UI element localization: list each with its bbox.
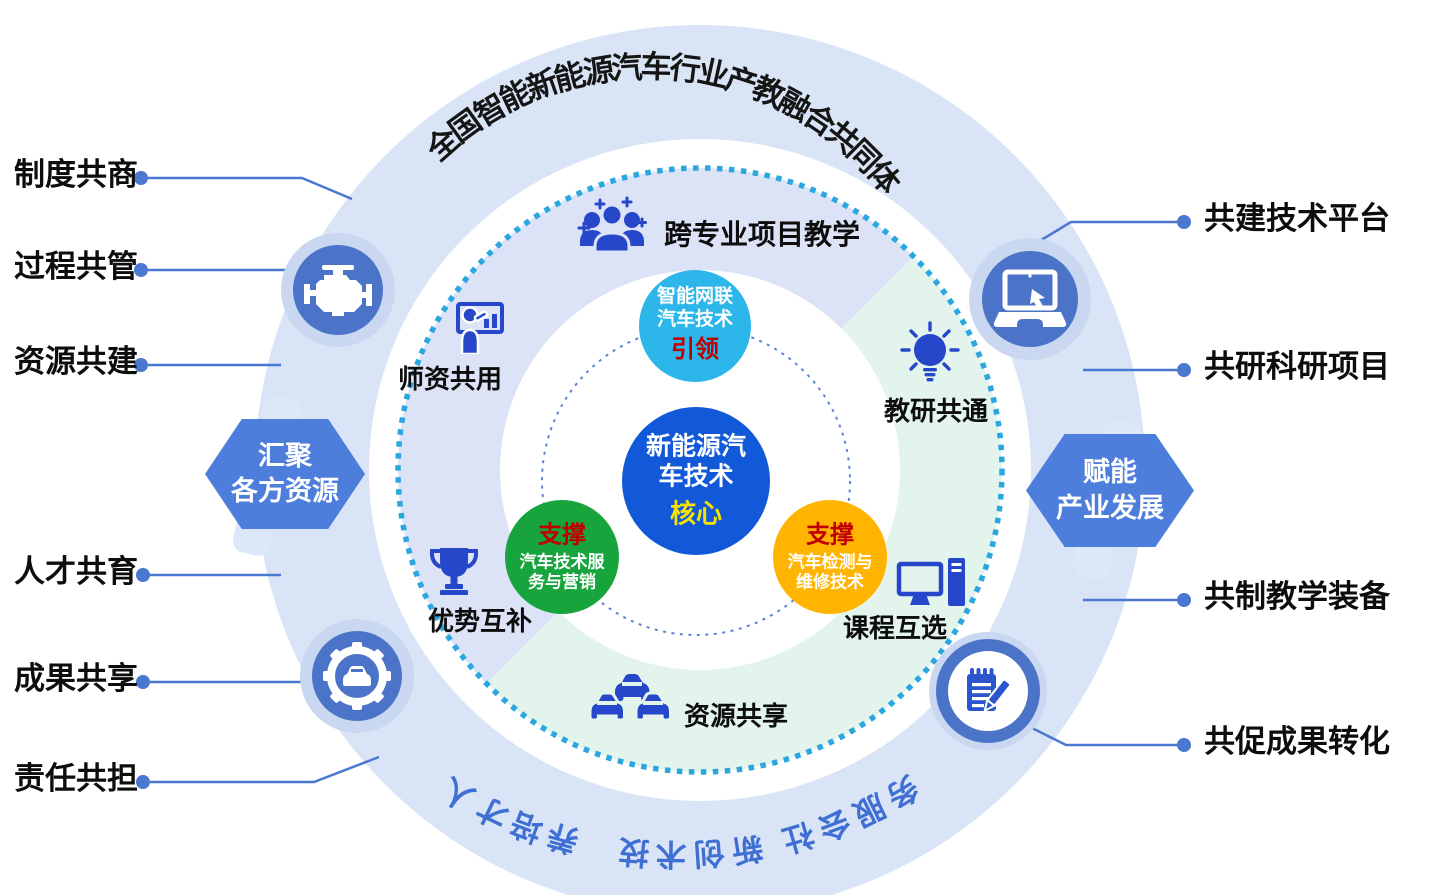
label-process: 过程共管 [14, 249, 138, 285]
lead-line1: 智能网联 [656, 284, 734, 307]
label-research-project: 共研科研项目 [1204, 349, 1390, 385]
gear-car-badge [300, 619, 414, 733]
hexagon-gather-resources: 汇聚 各方资源 [205, 419, 365, 529]
desktop-pc-icon [896, 558, 965, 606]
support-right-line1: 汽车检测与 [787, 552, 873, 573]
notepad-pencil-icon [967, 668, 1012, 713]
center-tag: 核心 [669, 499, 723, 530]
center-circle-text: 新能源汽 车技术 核心 [646, 431, 746, 530]
label-teaching-equipment: 共制教学装备 [1204, 579, 1390, 615]
support-right-circle-text: 支撑 汽车检测与 维修技术 [788, 521, 873, 594]
hexagon-empower-industry: 赋能 产业发展 [1026, 434, 1194, 547]
engine-badge [281, 233, 395, 347]
lightbulb-icon [900, 321, 960, 382]
support-left-line1: 汽车技术服 [519, 552, 605, 573]
ring-item-complementary-advantages: 优势互补 [427, 607, 533, 637]
ring-item-cross-major-teaching: 跨专业项目教学 [664, 218, 861, 251]
label-institution: 制度共商 [14, 157, 138, 193]
connector-lines [134, 171, 1191, 789]
ring-item-shared-research: 教研共通 [883, 397, 989, 427]
support-right-circle [773, 500, 887, 614]
ring-item-resource-sharing: 资源共享 [684, 702, 789, 732]
center-circle [622, 407, 770, 555]
gear-car-icon [323, 642, 391, 710]
hexagon-left-line2: 各方资源 [231, 476, 339, 507]
label-achievement-share: 成果共享 [14, 661, 138, 697]
support-right-line2: 维修技术 [796, 572, 864, 593]
ring-item-course-selection: 课程互选 [842, 614, 948, 644]
team-group-icon [577, 196, 647, 254]
label-achievement-transform: 共促成果转化 [1204, 724, 1390, 760]
cars-icon [588, 674, 672, 722]
laptop-badge [969, 238, 1091, 360]
hexagon-right-line2: 产业发展 [1056, 492, 1164, 524]
label-talent-cultivate: 人才共育 [14, 554, 138, 590]
teacher-presentation-icon [456, 302, 504, 354]
ring-item-shared-teachers: 师资共用 [397, 365, 503, 395]
support-left-line2: 务与营销 [528, 572, 596, 593]
lead-line2: 汽车技术 [656, 307, 734, 330]
hexagon-left-line1: 汇聚 [258, 440, 312, 472]
notepad-badge [929, 632, 1047, 750]
core-circles [505, 270, 887, 614]
engine-icon [304, 265, 372, 316]
lead-circle-text: 智能网联 汽车技术 引领 [657, 285, 733, 363]
dotted-cyan-ring [395, 165, 1005, 775]
label-tech-platform: 共建技术平台 [1204, 201, 1390, 237]
support-left-circle-text: 支撑 汽车技术服 务与营销 [520, 521, 605, 594]
support-left-circle [505, 500, 619, 614]
label-resource-build: 资源共建 [14, 344, 138, 380]
support-left-tag: 支撑 [538, 520, 586, 549]
trophy-icon [429, 548, 479, 595]
center-line1: 新能源汽 [645, 431, 747, 461]
label-responsibility: 责任共担 [14, 761, 138, 797]
lead-circle [639, 270, 751, 382]
lead-tag: 引领 [670, 334, 719, 363]
hexagon-right-line1: 赋能 [1083, 457, 1137, 489]
support-right-tag: 支撑 [806, 520, 854, 549]
center-line2: 车技术 [658, 461, 734, 491]
laptop-icon [993, 269, 1067, 327]
